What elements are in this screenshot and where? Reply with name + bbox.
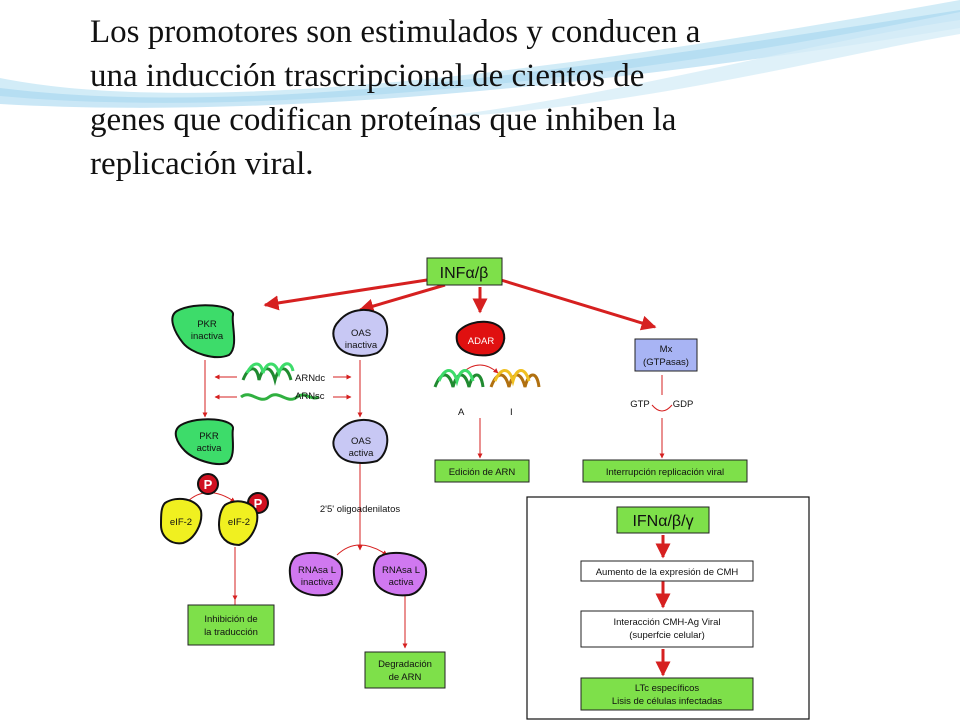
svg-text:inactiva: inactiva	[345, 340, 378, 351]
arrows-top	[263, 278, 657, 331]
cmh-interaccion-line-2: (superfcie celular)	[629, 630, 705, 641]
svg-text:eIF-2: eIF-2	[228, 517, 250, 528]
gtp-label: GTP	[630, 399, 650, 410]
decorative-swoosh	[0, 0, 960, 118]
oas-active-shape: OAS activa	[332, 419, 389, 464]
ifn-alpha-beta-gamma-label: IFNα/β/γ	[632, 513, 693, 530]
slide-line-3: genes que codifican proteínas que inhibe…	[90, 102, 677, 138]
svg-text:Inhibición de: Inhibición de	[204, 614, 257, 625]
slide-line-1: Los promotores son estimulados y conduce…	[90, 14, 701, 50]
svg-text:PKR: PKR	[197, 319, 217, 330]
svg-text:activa: activa	[349, 448, 375, 459]
svg-text:Interrupción replicación viral: Interrupción replicación viral	[606, 467, 724, 478]
svg-text:(GTPasas): (GTPasas)	[643, 357, 689, 368]
eif2-right-shape: eIF-2	[217, 500, 259, 547]
svg-text:INFα/β: INFα/β	[440, 265, 489, 282]
inhibicion-traduccion-box: Inhibición de la traducción	[187, 604, 275, 646]
rna-a-helix-icon	[433, 369, 485, 388]
gdp-label: GDP	[673, 399, 694, 410]
rna-ds-helix-icon	[241, 362, 295, 386]
label-i: I	[510, 407, 513, 418]
svg-text:OAS: OAS	[351, 328, 371, 339]
adar-shape: ADAR	[455, 320, 506, 357]
slide-line-2: una inducción trascripcional de cientos …	[90, 58, 645, 94]
svg-text:activa: activa	[389, 577, 415, 588]
svg-text:RNAsa L: RNAsa L	[298, 565, 336, 576]
phosphate-left-icon: P	[197, 473, 219, 495]
arn-dc-label: ARNdc	[295, 373, 325, 384]
cmh-interaccion-line-1: Interacción CMH-Ag Viral	[613, 617, 720, 628]
svg-text:OAS: OAS	[351, 436, 371, 447]
svg-text:inactiva: inactiva	[301, 577, 334, 588]
svg-text:inactiva: inactiva	[191, 331, 224, 342]
oas-inactive-shape: OAS inactiva	[332, 309, 389, 357]
svg-text:Edición de ARN: Edición de ARN	[449, 467, 516, 478]
label-a: A	[458, 407, 465, 418]
oligoadenilatos-label: 2'5' oligoadenilatos	[320, 504, 400, 515]
svg-text:PKR: PKR	[199, 431, 219, 442]
rna-i-helix-icon	[489, 369, 541, 388]
cmh-expresion-box: Aumento de la expresión de CMH	[596, 567, 739, 578]
slide-line-4: replicación viral.	[90, 146, 314, 182]
pkr-inactive-shape: PKR inactiva	[171, 304, 236, 359]
svg-text:de ARN: de ARN	[389, 672, 422, 683]
svg-text:ADAR: ADAR	[468, 336, 495, 347]
svg-text:Mx: Mx	[660, 344, 673, 355]
rna-ss-strand-icon	[240, 393, 320, 401]
eif2-left-shape: eIF-2	[159, 497, 203, 545]
edicion-arn-box: Edición de ARN	[434, 459, 530, 483]
svg-text:activa: activa	[197, 443, 223, 454]
ifn-panel: IFNα/β/γ Aumento de la expresión de CMH …	[526, 496, 810, 720]
arn-sc-label: ARNsc	[295, 391, 325, 402]
svg-text:P: P	[204, 477, 213, 492]
rnasa-active-shape: RNAsa L activa	[372, 551, 427, 597]
svg-text:RNAsa L: RNAsa L	[382, 565, 420, 576]
ltc-line-1: LTc específicos	[635, 683, 699, 694]
degradacion-arn-box: Degradación de ARN	[364, 651, 446, 689]
svg-text:eIF-2: eIF-2	[170, 517, 192, 528]
pkr-active-shape: PKR activa	[174, 418, 234, 465]
mx-gtpasas-box: Mx (GTPasas)	[634, 338, 698, 372]
svg-text:la traducción: la traducción	[204, 627, 258, 638]
inf-alpha-beta-box: INFα/β	[426, 257, 503, 286]
rnasa-inactive-shape: RNAsa L inactiva	[288, 551, 343, 597]
slide-paragraph: Los promotores son estimulados y conduce…	[90, 10, 850, 186]
svg-text:Degradación: Degradación	[378, 659, 432, 670]
svg-text:P: P	[254, 496, 263, 511]
interrupcion-replicacion-box: Interrupción replicación viral	[582, 459, 748, 483]
interferon-pathway-diagram: INFα/β PKR inactiva OAS inactiva ADAR	[155, 255, 810, 720]
ltc-line-2: Lisis de células infectadas	[612, 696, 723, 707]
